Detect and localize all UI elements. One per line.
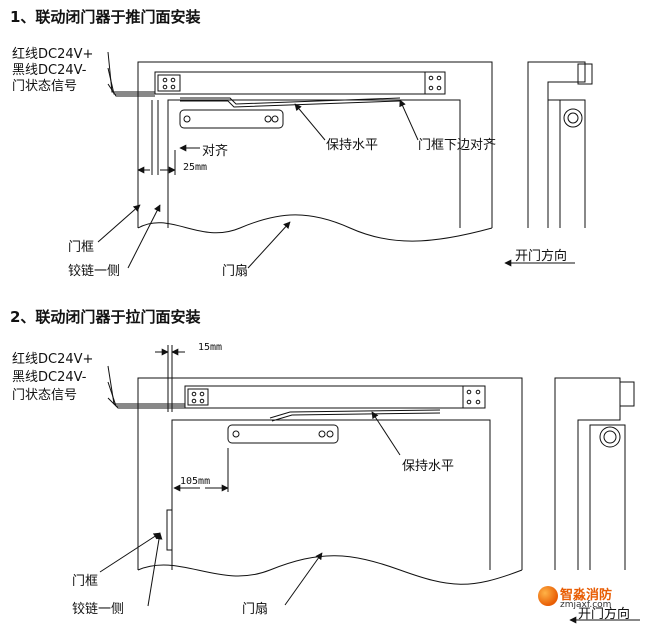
arm-bracket-2 — [227, 424, 339, 444]
frame-bottom-align-label: 门框下边对齐 — [418, 138, 497, 153]
watermark-logo: 智淼消防 zmjaxf.com — [538, 584, 658, 624]
door-frame-label-1: 门框 — [68, 240, 95, 255]
watermark-url: zmjaxf.com — [560, 600, 612, 610]
break-line-2 — [137, 555, 523, 585]
closer-arm-2 — [269, 409, 441, 422]
open-direction-label-1: 开门方向 — [515, 249, 568, 264]
door-frame-outline-1 — [137, 61, 493, 228]
section1-title: 1、联动闭门器于推门面安装 — [10, 8, 201, 26]
door-frame-outline-2 — [137, 377, 523, 570]
wire-black-label-2: 黑线DC24V- — [12, 370, 87, 385]
wire-black-label: 黑线DC24V- — [12, 63, 87, 78]
door-status-signal-label-2: 门状态信号 — [12, 388, 78, 403]
closer-body-2 — [184, 385, 486, 409]
side-view-frame-2 — [554, 377, 621, 570]
door-frame-label-2: 门框 — [72, 574, 99, 589]
watermark-name: 智淼消防 — [560, 588, 613, 603]
side-view-frame-1 — [527, 61, 586, 228]
keep-level-label-1: 保持水平 — [326, 138, 379, 153]
door-opening-1 — [167, 99, 461, 228]
flame-logo-icon — [538, 586, 558, 606]
open-direction-label-2: 开门方向 — [578, 607, 631, 622]
hinge-side-label-1: 铰链一侧 — [68, 264, 121, 279]
dim-105mm-label: 105mm — [180, 476, 211, 487]
arm-bracket-1 — [179, 109, 284, 129]
hinge-side-label-2: 铰链一侧 — [72, 602, 125, 617]
closer-arm-1 — [180, 97, 401, 108]
closer-body-1 — [154, 71, 446, 95]
section2-title: 2、联动闭门器于拉门面安装 — [10, 308, 201, 326]
wire-red-label-2: 红线DC24V+ — [12, 352, 94, 367]
break-line-1 — [137, 214, 493, 242]
dim-25mm-label: 25mm — [183, 162, 208, 173]
door-leaf-label-2: 门扇 — [242, 602, 269, 617]
door-status-signal-label: 门状态信号 — [12, 79, 78, 94]
keep-level-label-2: 保持水平 — [402, 459, 455, 474]
door-leaf-label-1: 门扇 — [222, 264, 249, 279]
door-opening-2 — [171, 419, 491, 570]
wire-red-label: 红线DC24V+ — [12, 47, 94, 62]
align-label: 对齐 — [202, 144, 229, 159]
dim-15mm-label: 15mm — [198, 342, 223, 353]
